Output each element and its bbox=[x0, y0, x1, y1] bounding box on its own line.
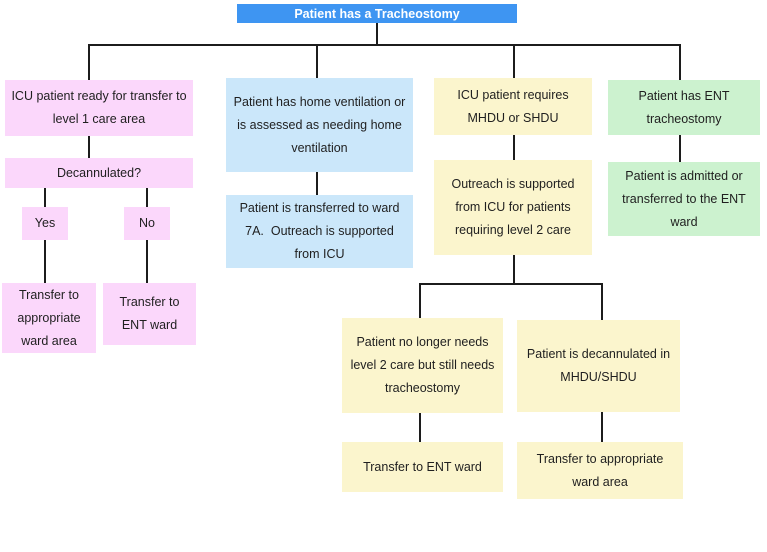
node-no-longer-level2: Patient no longer needs level 2 care but… bbox=[342, 318, 503, 413]
connector-yellow-middle bbox=[513, 135, 515, 160]
connector-root-stem bbox=[376, 23, 378, 44]
connector-yes-outcome bbox=[44, 240, 46, 283]
node-requires-mhdu-shdu: ICU patient requires MHDU or SHDU bbox=[434, 78, 592, 135]
node-icu-ready-level1: ICU patient ready for transfer to level … bbox=[5, 80, 193, 136]
connector-yellow-split-rail bbox=[419, 283, 603, 285]
connector-no-outcome bbox=[146, 240, 148, 283]
node-transfer-appropriate-ward-yellow: Transfer to appropriate ward area bbox=[517, 442, 683, 499]
node-transfer-ent-ward: Transfer to ENT ward bbox=[103, 283, 196, 345]
connector-branch-green bbox=[679, 44, 681, 80]
connector-pink-decision bbox=[88, 136, 90, 158]
connector-branch-pink bbox=[88, 44, 90, 80]
node-ward-7a-outreach: Patient is transferred to ward 7A. Outre… bbox=[226, 195, 413, 268]
node-ent-tracheostomy: Patient has ENT tracheostomy bbox=[608, 80, 760, 135]
connector-yellow-split-stem bbox=[513, 255, 515, 284]
node-admitted-ent-ward: Patient is admitted or transferred to th… bbox=[608, 162, 760, 236]
node-decannulated-mhdu-shdu: Patient is decannulated in MHDU/SHDU bbox=[517, 320, 680, 412]
connector-decision-no bbox=[146, 188, 148, 207]
connector-split-left bbox=[419, 283, 421, 318]
node-transfer-ent-ward-yellow: Transfer to ENT ward bbox=[342, 442, 503, 492]
connector-green-outcome bbox=[679, 135, 681, 162]
connector-split-right bbox=[601, 283, 603, 320]
connector-branch-yellow bbox=[513, 44, 515, 78]
node-outreach-level2: Outreach is supported from ICU for patie… bbox=[434, 160, 592, 255]
flowchart-title: Patient has a Tracheostomy bbox=[237, 4, 517, 23]
node-transfer-appropriate-ward: Transfer to appropriate ward area bbox=[2, 283, 96, 353]
connector-right-outcome bbox=[601, 412, 603, 442]
connector-top-rail bbox=[88, 44, 681, 46]
connector-decision-yes bbox=[44, 188, 46, 207]
connector-blue-outcome bbox=[316, 172, 318, 195]
node-decision-yes: Yes bbox=[22, 207, 68, 240]
connector-left-outcome bbox=[419, 413, 421, 442]
node-decannulated-decision: Decannulated? bbox=[5, 158, 193, 188]
node-home-ventilation: Patient has home ventilation or is asses… bbox=[226, 78, 413, 172]
connector-branch-blue bbox=[316, 44, 318, 78]
node-decision-no: No bbox=[124, 207, 170, 240]
